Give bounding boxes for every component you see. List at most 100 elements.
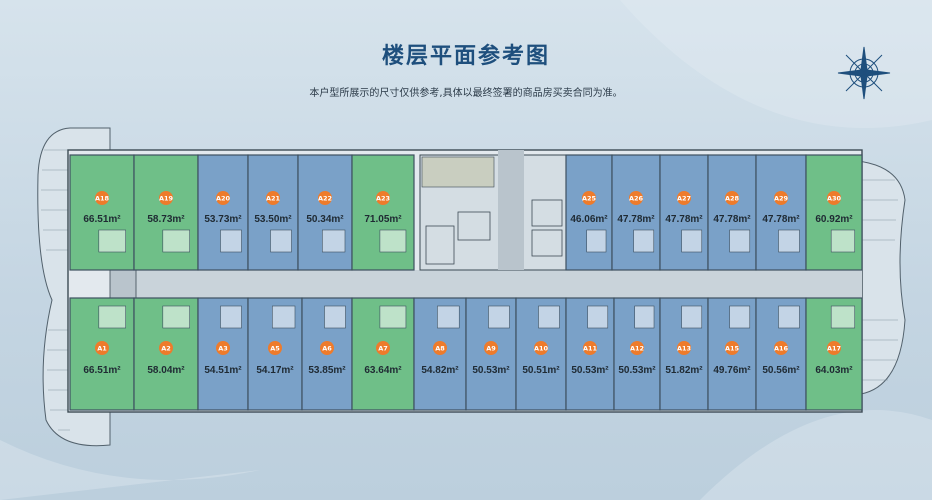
unit-id-label: A29: [774, 194, 789, 202]
unit-id-label: A23: [376, 194, 390, 202]
unit-a16[interactable]: A16 50.56m²: [755, 297, 807, 411]
bathroom-fixture: [270, 229, 292, 253]
unit-tag-badge: [484, 341, 498, 355]
page-title: 楼层平面参考图: [381, 44, 550, 69]
core-upper-block: [421, 156, 495, 188]
unit-area-fill: [611, 154, 661, 271]
bathroom-fixture: [729, 229, 751, 253]
unit-tag-badge: [582, 191, 596, 205]
unit-area-fill: [351, 154, 415, 271]
unit-area-label: 46.06m²: [570, 214, 608, 225]
unit-tag-badge: [318, 191, 332, 205]
bathroom-fixture: [220, 305, 242, 329]
bathroom-fixture: [98, 305, 126, 329]
unit-area-fill: [133, 154, 199, 271]
unit-tag-badge: [216, 191, 230, 205]
bathroom-fixture: [98, 229, 126, 253]
unit-area-label: 50.51m²: [522, 365, 560, 376]
unit-a25[interactable]: A25 46.06m²: [565, 154, 613, 271]
unit-tag-badge: [583, 341, 597, 355]
unit-area-label: 54.51m²: [204, 365, 242, 376]
unit-a15[interactable]: A15 49.76m²: [707, 297, 757, 411]
core-shaft-vertical: [498, 150, 524, 270]
unit-id-label: A16: [774, 344, 789, 352]
unit-tag-badge: [827, 341, 841, 355]
unit-id-label: A25: [582, 194, 597, 202]
unit-a3[interactable]: A3 54.51m²: [197, 297, 249, 411]
bathroom-fixture: [681, 229, 703, 253]
bathroom-fixture: [634, 305, 655, 329]
compass-icon: [837, 46, 891, 100]
unit-tag-badge: [774, 191, 788, 205]
bathroom-fixture: [271, 305, 296, 329]
unit-tag-badge: [725, 191, 739, 205]
bathroom-fixture: [729, 305, 751, 329]
bathroom-fixture: [437, 305, 460, 329]
unit-id-label: A1: [97, 344, 107, 352]
bathroom-fixture: [778, 305, 800, 329]
unit-area-label: 58.04m²: [147, 365, 185, 376]
unit-id-label: A10: [534, 344, 549, 352]
unit-tag-badge: [827, 191, 841, 205]
unit-tag-badge: [95, 341, 109, 355]
unit-tag-badge: [376, 341, 390, 355]
bathroom-fixture: [162, 229, 190, 253]
unit-id-label: A20: [216, 194, 231, 202]
unit-tag-badge: [266, 191, 280, 205]
unit-a27[interactable]: A27 47.78m²: [659, 154, 709, 271]
unit-area-label: 58.73m²: [147, 214, 185, 225]
unit-tag-badge: [320, 341, 334, 355]
unit-id-label: A7: [378, 344, 388, 352]
unit-area-label: 49.76m²: [713, 365, 751, 376]
unit-id-label: A9: [486, 344, 496, 352]
bathroom-fixture: [778, 229, 800, 253]
unit-tag-badge: [433, 341, 447, 355]
unit-id-label: A13: [677, 344, 691, 352]
unit-id-label: A15: [725, 344, 740, 352]
unit-id-label: A27: [677, 194, 691, 202]
unit-area-label: 50.53m²: [571, 365, 609, 376]
unit-area-fill: [297, 154, 353, 271]
unit-area-label: 51.82m²: [665, 365, 703, 376]
unit-id-label: A28: [725, 194, 740, 202]
unit-id-label: A17: [827, 344, 841, 352]
stairwell: [425, 225, 455, 265]
unit-area-label: 50.56m²: [762, 365, 800, 376]
bathroom-fixture: [830, 229, 856, 253]
bathroom-fixture: [538, 305, 560, 329]
unit-area-fill: [707, 154, 757, 271]
unit-area-fill: [69, 154, 135, 271]
unit-a10[interactable]: A10 50.51m²: [515, 297, 567, 411]
unit-id-label: A3: [218, 344, 228, 352]
elevator-shaft: [457, 211, 491, 241]
unit-area-label: 50.34m²: [306, 214, 344, 225]
unit-area-label: 47.78m²: [665, 214, 703, 225]
unit-tag-badge: [95, 191, 109, 205]
unit-area-fill: [659, 154, 709, 271]
unit-a13[interactable]: A13 51.82m²: [659, 297, 709, 411]
unit-tag-badge: [159, 191, 173, 205]
unit-tag-badge: [534, 341, 548, 355]
